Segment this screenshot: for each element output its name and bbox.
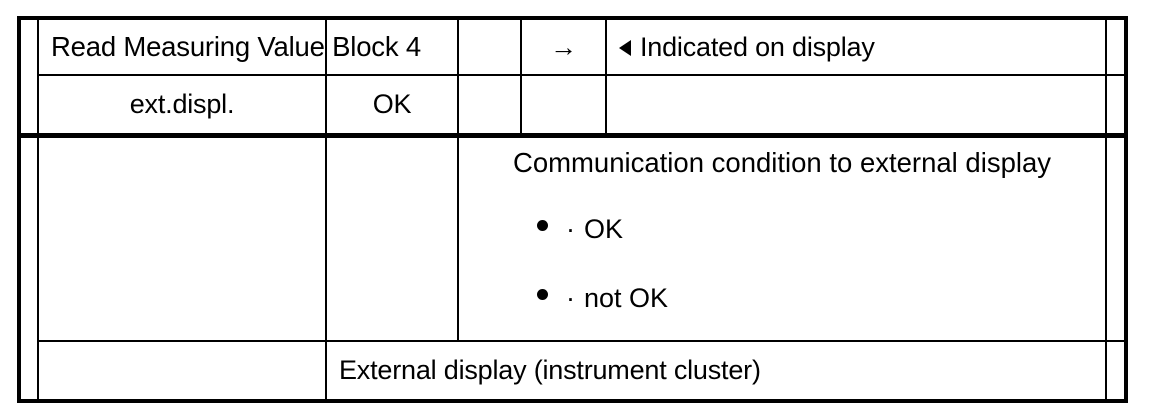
bullet-dot-icon (537, 220, 548, 232)
function-title-cell: Read Measuring Value Block 4 (39, 20, 421, 74)
left-margin-cell-row-1 (21, 20, 37, 74)
left-margin-cell-row-2 (21, 76, 37, 133)
left-margin-cell-row-4 (21, 342, 37, 399)
right-margin-cell-row-4 (1107, 342, 1124, 399)
indicated-on-display-text: Indicated on display (640, 31, 875, 62)
bullet-middot-icon: · (566, 214, 575, 245)
rule-left-gutter (37, 20, 39, 399)
rule-col-d (520, 20, 522, 134)
rule-col-c (457, 20, 459, 341)
triangle-left-icon (619, 40, 631, 56)
measuring-value-block-table: Read Measuring Value Block 4 → Indicated… (17, 16, 1128, 403)
ok-status-text: OK (372, 89, 412, 120)
right-margin-cell-row-1 (1107, 20, 1124, 74)
rule-row1-row2 (37, 74, 1124, 76)
list-item: · OK (459, 214, 1105, 245)
blank-cell-row-2-c (607, 76, 1105, 133)
ext-displ-text: ext.displ. (129, 89, 235, 120)
blank-cell-row-4-a (39, 342, 325, 399)
rule-col-b (325, 20, 327, 399)
blank-cell-row-3-a (39, 138, 325, 340)
bullet-not-ok-text: not OK (584, 283, 669, 314)
rule-row3-row4 (37, 340, 1124, 342)
blank-cell-row-2-b (522, 76, 605, 133)
rule-row2-row3 (21, 133, 1124, 138)
communication-condition-cell: Communication condition to external disp… (459, 138, 1105, 340)
communication-condition-heading: Communication condition to external disp… (512, 147, 1052, 178)
function-title-text: Read Measuring Value Block 4 (51, 30, 421, 62)
arrow-cell: → (522, 20, 605, 74)
bullet-middot-icon: · (566, 283, 575, 314)
ok-status-cell: OK (327, 76, 457, 133)
rule-right-gutter (1105, 20, 1107, 399)
left-margin-cell-row-3 (21, 138, 37, 340)
external-display-text: External display (instrument cluster) (339, 355, 761, 386)
indicated-on-display-cell: Indicated on display (607, 20, 1105, 74)
bullet-dot-icon (537, 289, 548, 301)
communication-condition-bullet-list: · OK · not OK (459, 178, 1105, 314)
rule-col-e (605, 20, 607, 134)
ext-displ-cell: ext.displ. (39, 76, 325, 133)
right-margin-cell-row-3 (1107, 138, 1124, 340)
blank-cell-row-2-a (459, 76, 520, 133)
blank-cell-row-3-b (327, 138, 457, 340)
list-item: · not OK (459, 283, 1105, 314)
right-arrow-icon: → (550, 31, 577, 62)
bullet-ok-text: OK (584, 214, 624, 245)
external-display-cell: External display (instrument cluster) (327, 342, 1105, 399)
right-margin-cell-row-2 (1107, 76, 1124, 133)
